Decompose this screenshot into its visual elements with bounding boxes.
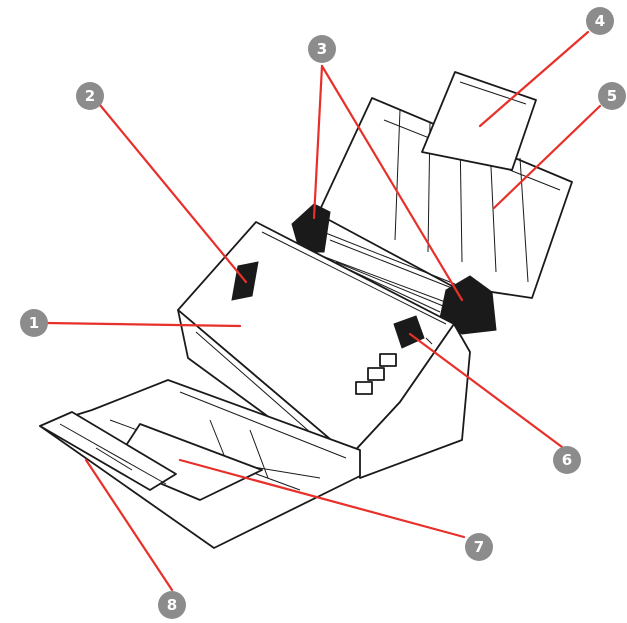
callout-4: 4 [586,7,614,35]
callout-8: 8 [158,591,186,619]
callout-1-number: 1 [29,314,39,332]
callout-8-number: 8 [167,596,177,614]
leader-6 [408,332,564,449]
callout-1: 1 [20,309,48,337]
callout-2: 2 [76,82,104,110]
callout-5-number: 5 [607,87,617,105]
callout-6: 6 [553,446,581,474]
leader-3a [312,64,324,220]
scanner-drawing [39,71,573,549]
callout-3: 3 [308,35,336,63]
callout-7-number: 7 [474,538,484,556]
leader-7 [178,458,466,539]
leader-4 [478,30,590,128]
leader-lines [45,30,602,592]
callout-5: 5 [598,82,626,110]
leader-2 [98,103,248,284]
callout-4-number: 4 [595,12,605,30]
leader-3b [320,64,464,302]
leader-1 [45,321,242,328]
button-1 [379,353,397,367]
callout-7: 7 [465,533,493,561]
button-3 [355,381,373,395]
callout-3-number: 3 [317,40,327,58]
callout-6-number: 6 [562,451,572,469]
leader-8 [84,458,174,592]
input-tray-extension [421,71,537,171]
button-2 [367,367,385,381]
leader-5 [492,104,602,210]
callout-2-number: 2 [85,87,95,105]
feeder-area [317,229,456,313]
callouts: 1 2 3 4 5 6 7 8 [20,7,626,619]
